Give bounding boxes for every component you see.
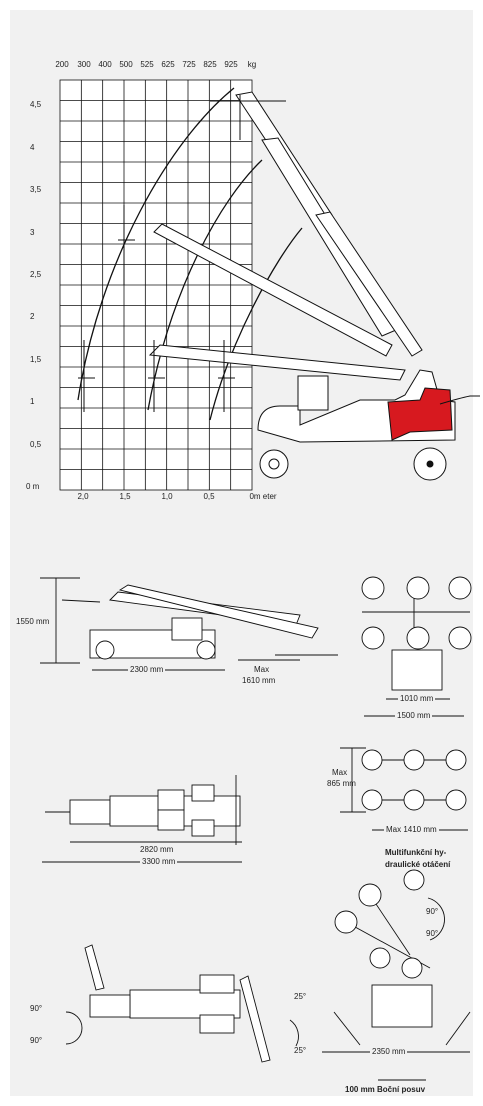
side-reach-label: Max (254, 665, 270, 674)
side-view (40, 577, 338, 671)
side-reach-value: 1610 mm (242, 676, 276, 685)
cup-layout (340, 747, 468, 831)
top-tick: 200 (55, 60, 69, 69)
left-tick: 3,5 (30, 185, 42, 194)
hydraulic-shift-label: 100 mm Boční posuv (345, 1085, 426, 1094)
top-tick: 500 (119, 60, 133, 69)
front-view (361, 576, 472, 717)
front-outer-width: 1500 mm (395, 711, 433, 721)
hydraulic-width-label: 2350 mm (370, 1047, 408, 1057)
bottom-tick: 0m eter (249, 492, 277, 501)
top-tick: 825 (203, 60, 217, 69)
top-inner-length: 2820 mm (140, 845, 174, 854)
bottom-tick: 1,5 (119, 492, 131, 501)
side-height-label: 1550 mm (16, 617, 50, 626)
cup-width-label: Max 1410 mm (384, 825, 439, 835)
top-tick: 300 (77, 60, 91, 69)
left-tick: 1 (30, 397, 35, 406)
top-tick: 525 (140, 60, 154, 69)
front-inner-width: 1010 mm (398, 694, 436, 704)
cup-height-label: Max (332, 768, 348, 777)
left-tick: 0 m (26, 482, 40, 491)
top-tick: 725 (182, 60, 196, 69)
cup-height-value: 865 mm (327, 779, 356, 788)
rotation-angle-bottom: 90° (30, 1036, 43, 1045)
left-tick: 0,5 (30, 440, 42, 449)
hydraulic-title-line-2: draulické otáčení (385, 860, 451, 869)
suction-frames (78, 95, 286, 412)
machine-base (257, 369, 480, 481)
top-tick: 925 (224, 60, 238, 69)
load-chart-grid (59, 79, 253, 491)
top-tick: 400 (98, 60, 112, 69)
left-tick: 2 (30, 312, 35, 321)
hydraulic-view (322, 869, 471, 1081)
left-tick: 3 (30, 228, 35, 237)
rotation-angle-right-bottom: 25° (294, 1046, 307, 1055)
crane-booms (148, 91, 423, 381)
hydraulic-angle-bottom: 90° (426, 929, 439, 938)
left-tick: 4,5 (30, 100, 42, 109)
top-view (42, 775, 242, 863)
hydraulic-angle-top: 90° (426, 907, 439, 916)
rotation-view (65, 944, 299, 1063)
bottom-tick: 2,0 (77, 492, 89, 501)
side-length-label: 2300 mm (128, 665, 166, 675)
bottom-tick: 1,0 (161, 492, 173, 501)
top-tick: kg (247, 60, 257, 69)
rotation-angle-top: 90° (30, 1004, 43, 1013)
left-tick: 4 (30, 143, 35, 152)
hydraulic-title-line-1: Multifunkční hy- (385, 848, 447, 857)
bottom-tick: 0,5 (203, 492, 215, 501)
top-outer-length: 3300 mm (140, 857, 178, 867)
left-tick: 1,5 (30, 355, 42, 364)
top-tick: 625 (161, 60, 175, 69)
left-tick: 2,5 (30, 270, 42, 279)
rotation-angle-right-top: 25° (294, 992, 307, 1001)
